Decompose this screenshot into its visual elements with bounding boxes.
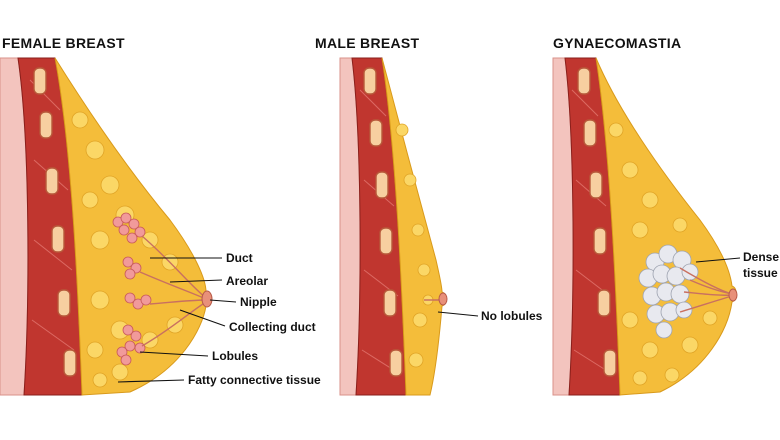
- ducts: [139, 235, 207, 347]
- label-nipple: Nipple: [240, 295, 277, 309]
- rib: [375, 171, 389, 199]
- label-no-lobules: No lobules: [481, 309, 543, 323]
- rib: [45, 167, 59, 195]
- male-breast-title: MALE BREAST: [315, 35, 420, 51]
- dense-tissue: [638, 244, 699, 339]
- rib: [383, 289, 397, 317]
- gynaecomastia-title: GYNAECOMASTIA: [553, 35, 681, 51]
- female-breast-panel: FEMALE BREAST: [0, 35, 321, 396]
- female-breast-illustration: [0, 57, 213, 396]
- rib: [593, 227, 607, 255]
- fat-globules: [608, 122, 718, 386]
- label-areolar: Areolar: [226, 274, 268, 288]
- label-dense: Dense: [743, 250, 779, 264]
- male-breast-illustration: [339, 57, 448, 396]
- label-lobules: Lobules: [212, 349, 258, 363]
- label-fatty-connective-tissue: Fatty connective tissue: [188, 373, 321, 387]
- rib: [51, 225, 65, 253]
- rib: [577, 67, 591, 95]
- nipple-shape: [728, 288, 738, 302]
- label-collecting-duct: Collecting duct: [229, 320, 316, 334]
- lobules: [112, 212, 152, 366]
- gynaecomastia-illustration: [552, 57, 738, 396]
- rib: [379, 227, 393, 255]
- rib: [57, 289, 71, 317]
- rib: [597, 289, 611, 317]
- fat-globules: [395, 123, 434, 368]
- rib: [589, 171, 603, 199]
- rib: [63, 349, 77, 377]
- nipple-shape: [201, 290, 213, 308]
- rib: [39, 111, 53, 139]
- rib: [33, 67, 47, 95]
- male-breast-panel: MALE BREAST No lo: [315, 35, 543, 396]
- rib: [369, 119, 383, 147]
- gynaecomastia-panel: GYNAECOMASTIA: [552, 35, 779, 396]
- nipple-shape: [438, 292, 448, 306]
- rib: [389, 349, 403, 377]
- label-tissue: tissue: [743, 266, 778, 280]
- rib: [363, 67, 377, 95]
- rib: [583, 119, 597, 147]
- female-breast-title: FEMALE BREAST: [2, 35, 125, 51]
- rib: [603, 349, 617, 377]
- label-duct: Duct: [226, 251, 253, 265]
